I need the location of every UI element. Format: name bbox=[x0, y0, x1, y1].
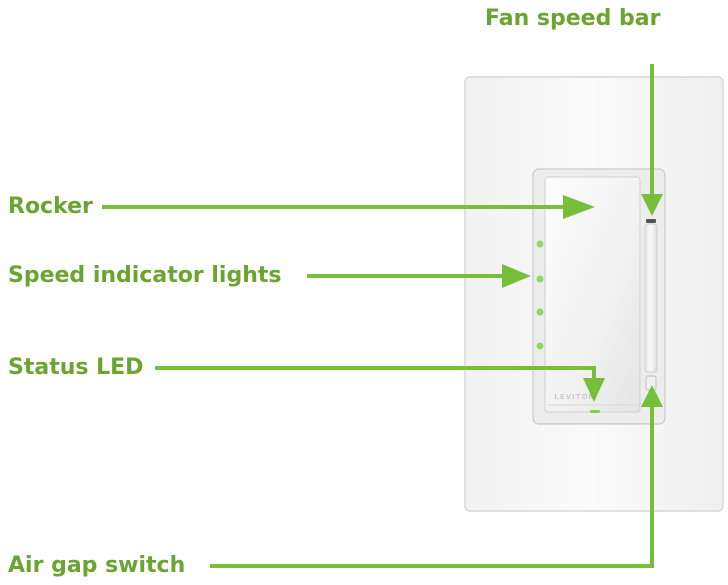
speed-indicator-light bbox=[536, 308, 544, 316]
callout-lines bbox=[102, 64, 654, 568]
speed-indicator-light bbox=[536, 275, 544, 283]
status-led-callout bbox=[155, 366, 596, 382]
status-led bbox=[590, 410, 600, 413]
brand-logo-text: LEVITON bbox=[555, 393, 596, 401]
fan-speed-bar[interactable] bbox=[644, 223, 658, 373]
status-led-arrowhead bbox=[583, 378, 605, 402]
speed-indicator-light bbox=[536, 240, 544, 248]
air-gap-callout bbox=[210, 403, 654, 568]
label-status-led: Status LED bbox=[8, 355, 144, 380]
label-fan-speed-bar: Fan speed bar bbox=[485, 6, 661, 31]
rocker-arrowhead bbox=[563, 195, 595, 219]
fan-speed-bar-arrowhead bbox=[641, 194, 663, 216]
speed-indicator-light bbox=[536, 342, 544, 350]
fan-speed-bar-top bbox=[646, 219, 656, 223]
speed-lights-arrowhead bbox=[502, 264, 531, 288]
callout-arrowheads bbox=[502, 194, 663, 407]
label-air-gap-switch: Air gap switch bbox=[8, 553, 186, 578]
label-speed-indicator-lights: Speed indicator lights bbox=[8, 263, 282, 288]
label-rocker: Rocker bbox=[8, 194, 93, 219]
air-gap-arrowhead bbox=[641, 385, 663, 407]
